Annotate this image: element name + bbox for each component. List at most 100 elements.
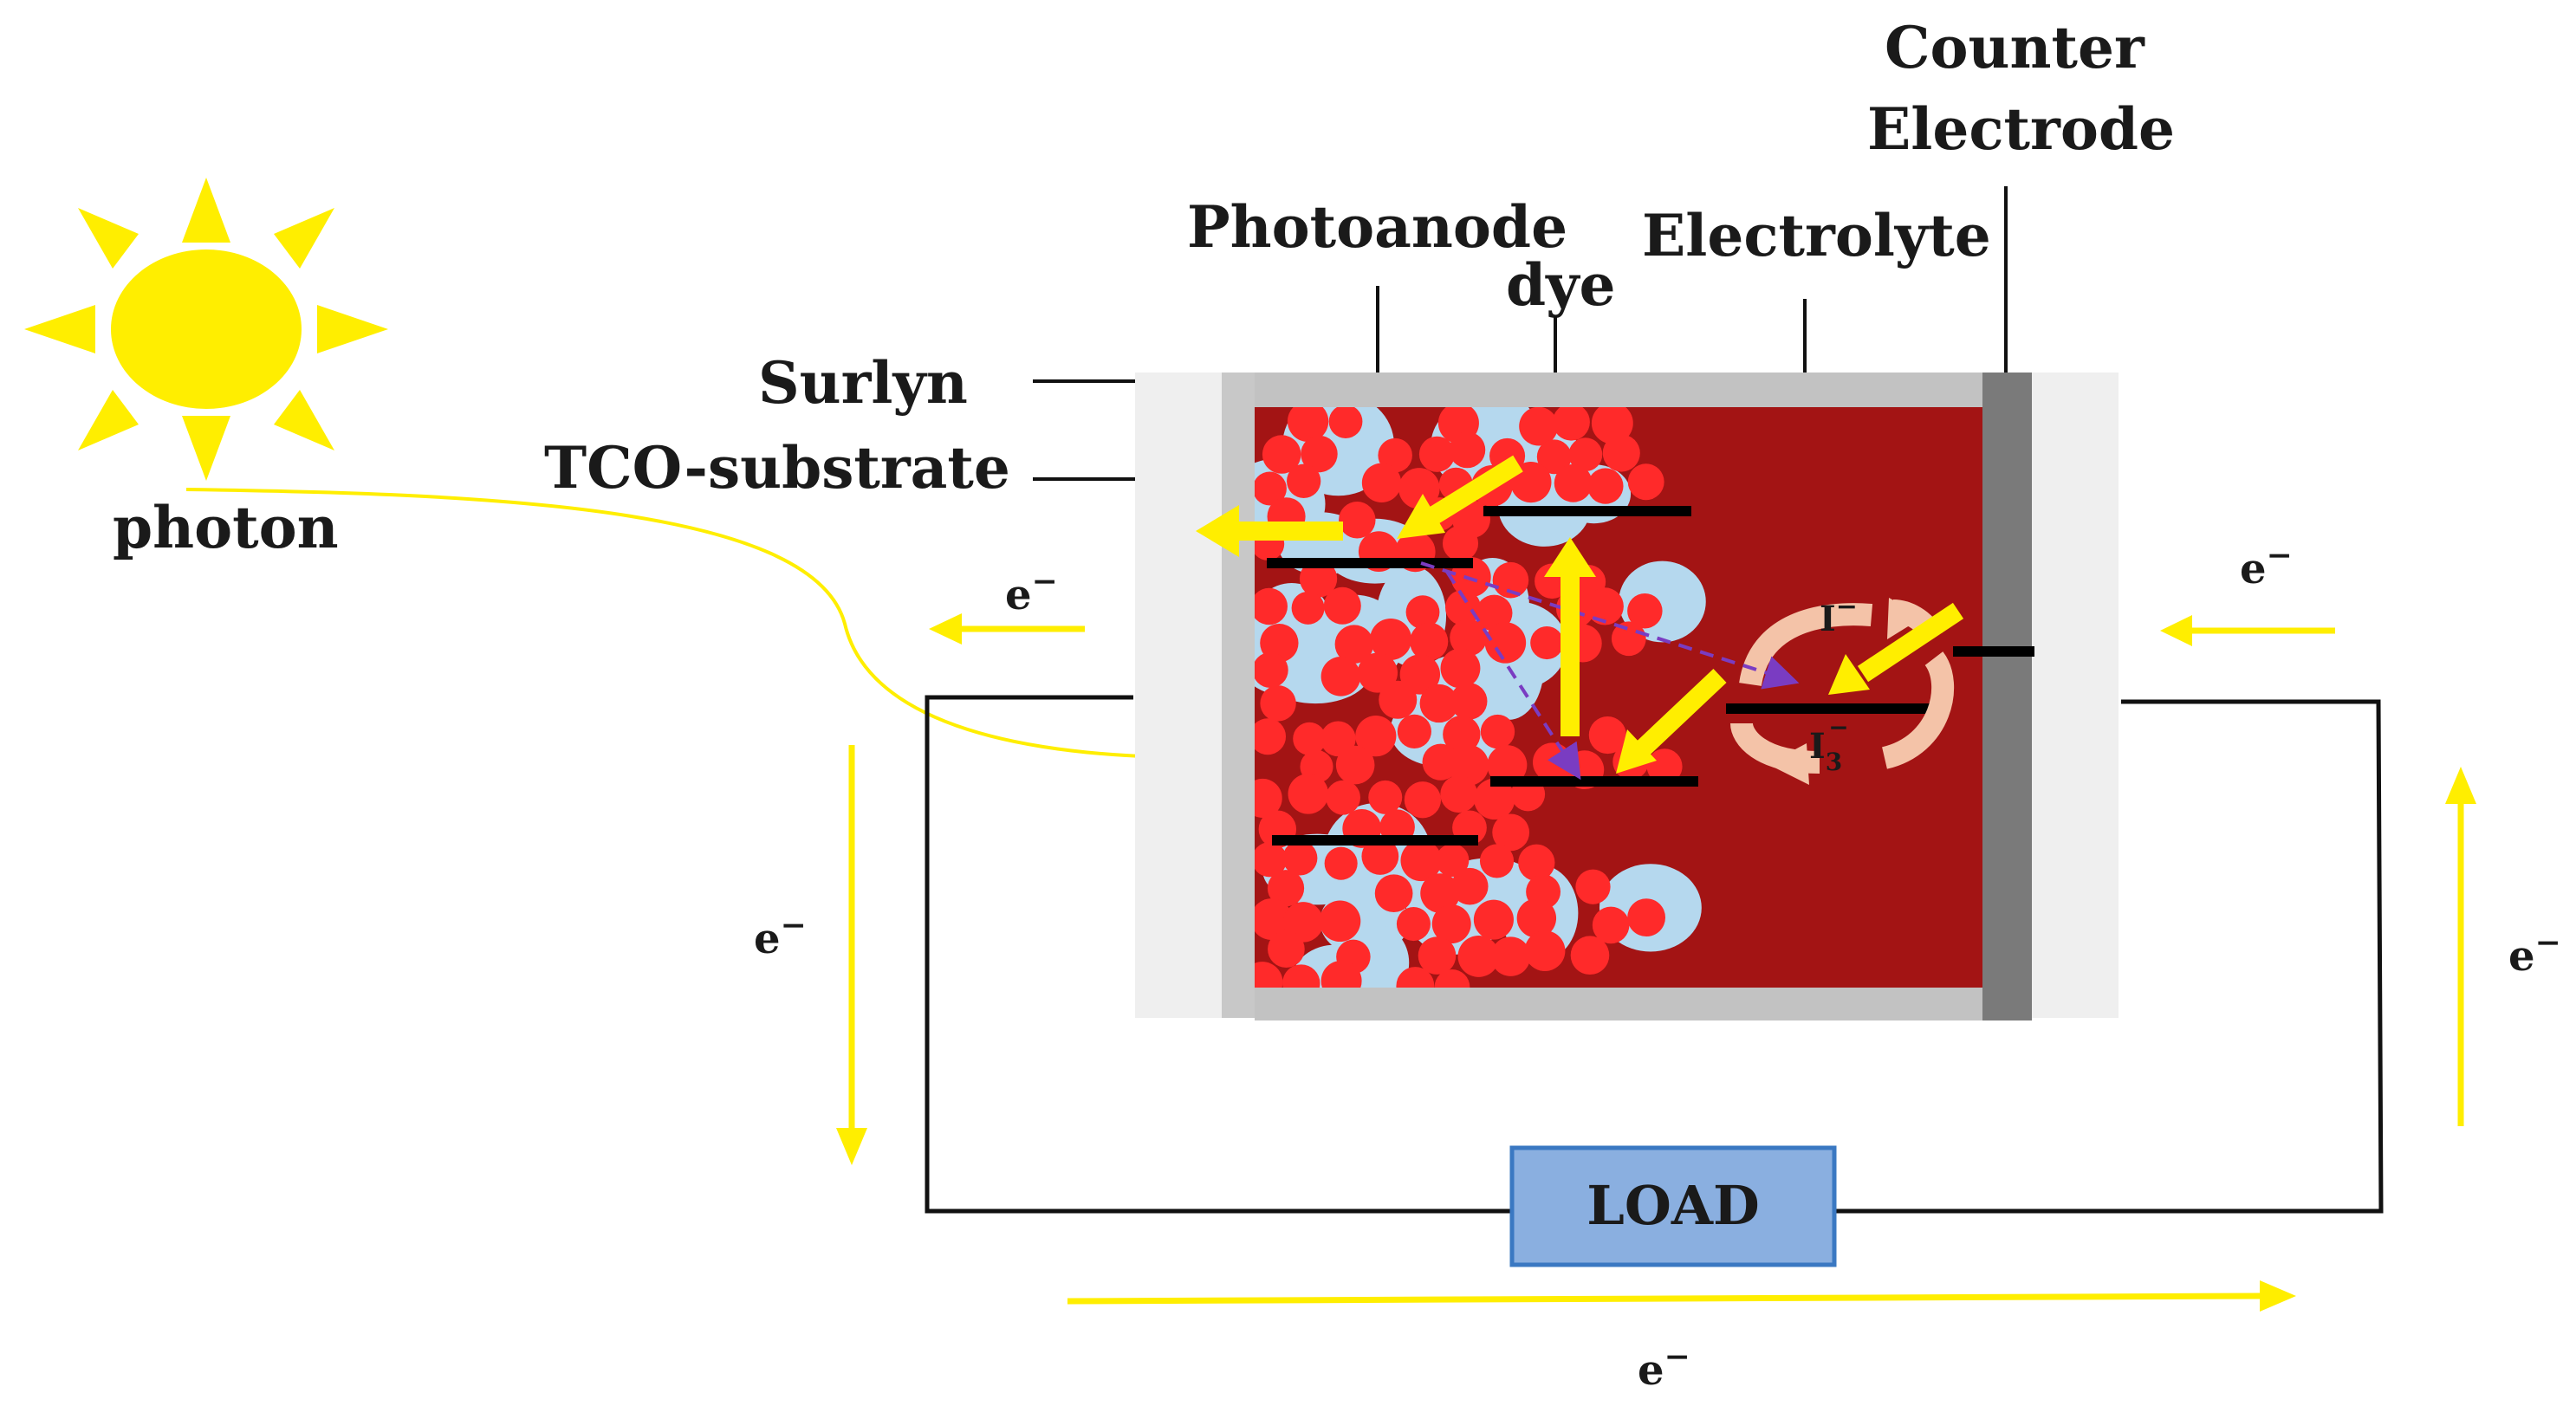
dye-particle <box>1361 838 1399 875</box>
dye-particle <box>1450 683 1488 720</box>
dye-particle <box>1530 625 1564 660</box>
tco-substrate-right <box>2032 373 2119 1018</box>
iodide-label: I− <box>1820 592 1858 639</box>
dye-particle <box>1457 936 1500 977</box>
dye-particle <box>1404 781 1442 819</box>
dye-particle <box>1255 898 1293 940</box>
dye-particle <box>1396 907 1431 942</box>
counter-electrode-label: Counter <box>1885 14 2145 81</box>
dye-particle <box>1443 716 1481 754</box>
external-electron-arrows <box>836 613 2476 1312</box>
dye-particle <box>1554 463 1593 502</box>
dye-particle <box>1533 742 1573 782</box>
dye-particle <box>1320 657 1361 697</box>
electron-label: e− <box>2240 537 2293 593</box>
dye-particle <box>1487 745 1528 786</box>
surlyn-label: Surlyn <box>758 349 968 417</box>
dye-particle <box>1396 967 1435 988</box>
dye-label: dye <box>1506 251 1616 319</box>
load-label: LOAD <box>1586 1174 1759 1237</box>
dye-particle <box>1323 586 1361 625</box>
dye-particle <box>1335 745 1375 785</box>
dye-particle <box>1260 685 1296 722</box>
photoanode-particles <box>1255 407 1706 988</box>
dye-particle <box>1602 434 1640 472</box>
dye-particle <box>1516 898 1557 938</box>
dye-particle <box>1420 873 1460 913</box>
dye-particle <box>1524 930 1566 972</box>
dye-particle <box>1587 468 1624 504</box>
photoanode-label: Photoanode <box>1187 193 1567 261</box>
regeneration-arrow <box>1635 669 1727 756</box>
dye-particle <box>1519 407 1558 446</box>
external-circuit <box>925 695 2384 1214</box>
dye-particle <box>1440 775 1478 813</box>
dye-particle <box>1268 930 1305 969</box>
dye-particle <box>1326 780 1360 815</box>
dye-particle <box>1319 900 1361 943</box>
dye-particle <box>1479 844 1515 878</box>
dye-particle <box>1518 844 1555 881</box>
tco-substrate-left <box>1135 373 1222 1018</box>
electron-label: e− <box>2508 924 2561 981</box>
dye-particle <box>1442 525 1479 561</box>
dye-particle <box>1492 813 1530 852</box>
recombination-arrows <box>1420 561 1800 781</box>
redox-arrowheads <box>1768 598 1924 785</box>
surlyn-top <box>1255 373 1982 407</box>
dye-particle <box>1334 625 1374 664</box>
electron-transfer-arrows <box>1196 455 1964 774</box>
dye-particle <box>1476 594 1513 632</box>
dye-particle <box>1473 899 1514 940</box>
counter-to-electrolyte-arrow <box>1857 602 1964 683</box>
dye-particle <box>1419 684 1458 723</box>
dye-particle <box>1448 744 1489 786</box>
dye-particle <box>1255 587 1288 625</box>
surlyn-bottom <box>1255 988 1982 1020</box>
electron-label: e− <box>1005 563 1058 619</box>
dye-particle <box>1262 435 1301 474</box>
dye-particle <box>1474 778 1515 820</box>
dye-particle <box>1592 906 1630 944</box>
electron-label: e− <box>754 907 807 963</box>
dye-particle <box>1627 593 1663 629</box>
dye-particle <box>1255 778 1282 818</box>
dye-particle <box>1405 595 1440 630</box>
dye-particle <box>1288 774 1329 814</box>
dye-particle <box>1397 714 1431 748</box>
dye-particle <box>1418 436 1456 472</box>
dye-particle <box>1357 652 1398 693</box>
dye-particle <box>1301 435 1338 473</box>
dye-particle <box>1410 622 1449 661</box>
tco-substrate-label: TCO-substrate <box>544 434 1010 502</box>
dye-particle <box>1586 587 1624 625</box>
dye-particle <box>1450 867 1489 905</box>
dye-particle <box>1293 722 1327 755</box>
dye-particle <box>1368 780 1403 814</box>
dye-particle <box>1255 471 1287 506</box>
dye-particle <box>1361 463 1402 502</box>
dye-particle <box>1480 714 1515 749</box>
sun-icon <box>24 178 388 481</box>
counter-electrode <box>1982 373 2032 1020</box>
dye-particle <box>1355 716 1397 757</box>
photon-label: photon <box>113 494 339 561</box>
dye-particle <box>1440 648 1481 689</box>
dye-particle <box>1418 936 1457 975</box>
counter-electrode-label-2: Electrode <box>1867 95 2175 163</box>
dye-particle <box>1400 839 1442 882</box>
photon-to-dye-arrow <box>1424 455 1523 527</box>
dye-particle <box>1255 651 1288 689</box>
dye-particle <box>1339 501 1376 539</box>
dye-particle <box>1370 618 1412 660</box>
dye-particle <box>1445 589 1482 625</box>
dye-particle <box>1627 898 1666 937</box>
tco-conductive-layer <box>1222 373 1255 1018</box>
dye-particle <box>1536 439 1572 475</box>
dye-particle <box>1450 619 1488 657</box>
energy-levels <box>1267 506 2034 846</box>
dye-particle <box>1570 936 1610 975</box>
load-box <box>1509 1145 1837 1267</box>
dye-particle <box>1399 654 1441 695</box>
